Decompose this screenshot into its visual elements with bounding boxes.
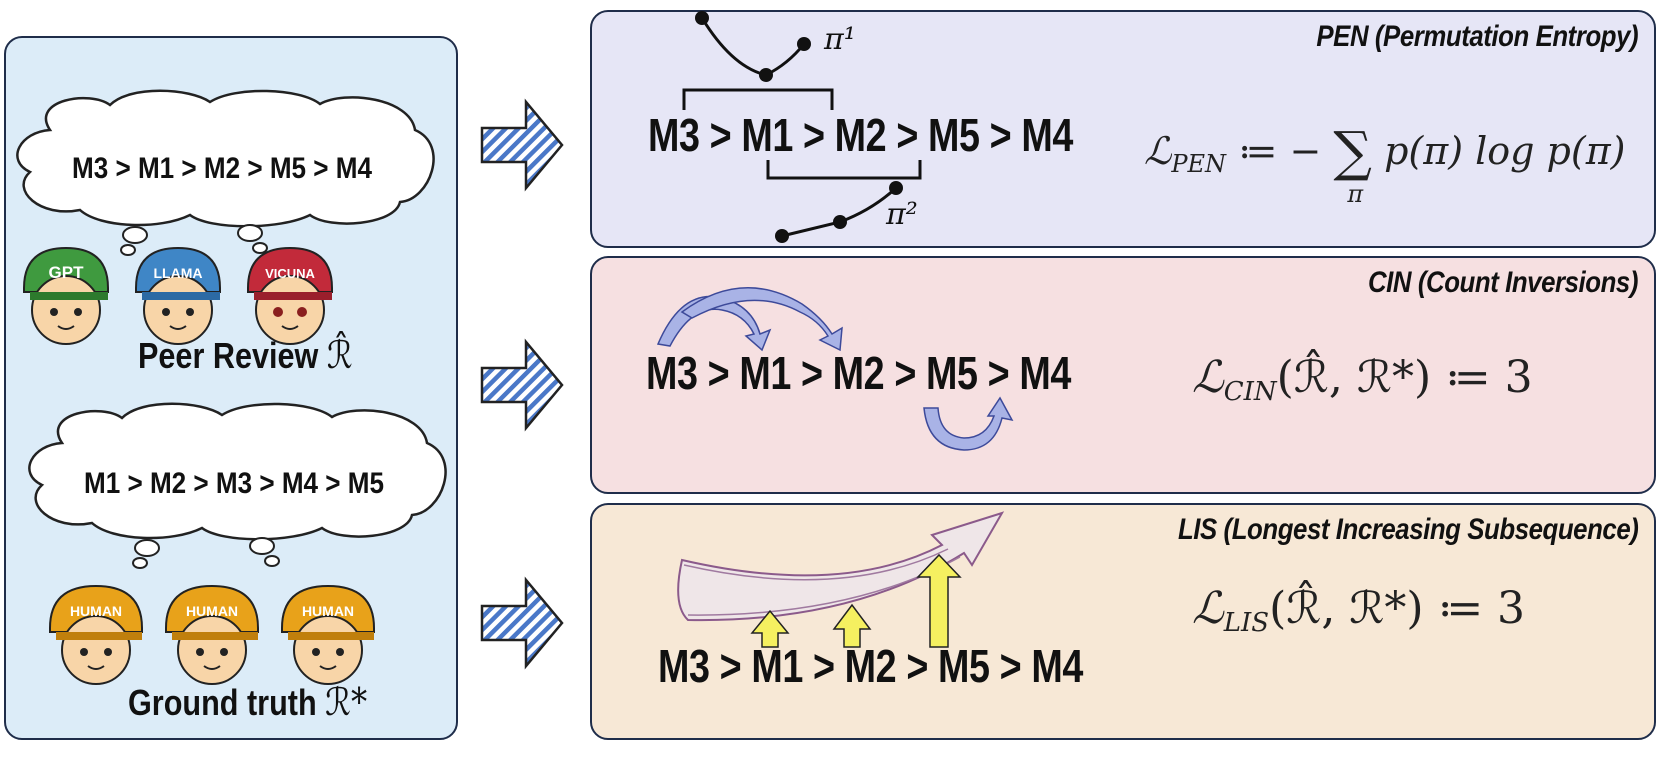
cin-panel: CIN (Count Inversions) M3 > M1 > M2 > M5… xyxy=(590,256,1656,494)
human-avatar-3: HUMAN xyxy=(281,584,375,685)
rankings-panel: M3 > M1 > M2 > M5 > M4 GPT LLAMA VICUNA xyxy=(4,36,458,740)
pi2-label: π² xyxy=(885,197,918,232)
cin-formula: ℒCIN(ℛ̂, ℛ*) ≔ 3 xyxy=(1192,352,1533,407)
svg-text:VICUNA: VICUNA xyxy=(265,266,315,281)
svg-text:HUMAN: HUMAN xyxy=(70,603,122,619)
svg-text:LLAMA: LLAMA xyxy=(154,265,203,281)
peer-ranking-text: M3 > M1 > M2 > M5 > M4 xyxy=(72,152,372,185)
lis-trend-arrow xyxy=(677,511,1005,648)
cin-sequence: M3 > M1 > M2 > M5 > M4 xyxy=(646,347,1071,399)
pen-pattern-diagram: π¹ π² xyxy=(682,11,922,243)
llama-avatar: LLAMA xyxy=(135,246,221,345)
human-avatar-2: HUMAN xyxy=(165,584,259,685)
lis-panel: LIS (Longest Increasing Subsequence) M3 … xyxy=(590,503,1656,740)
cin-title: CIN (Count Inversions) xyxy=(1367,266,1638,299)
agent-avatars: GPT LLAMA VICUNA xyxy=(23,246,333,345)
peer-review-symbol: ℛ̂ xyxy=(326,333,353,377)
human-avatar-1: HUMAN xyxy=(49,584,143,685)
truth-ranking-text: M1 > M2 > M3 > M4 > M5 xyxy=(84,467,384,500)
sum-symbol: ∑ xyxy=(1333,120,1372,183)
lis-title: LIS (Longest Increasing Subsequence) xyxy=(1177,513,1639,546)
pi1-label: π¹ xyxy=(823,22,856,57)
vicuna-avatar: VICUNA xyxy=(247,246,333,345)
lis-sequence: M3 > M1 > M2 > M5 > M4 xyxy=(658,640,1083,692)
arrow-to-lis-icon xyxy=(480,576,564,670)
ground-truth-symbol: ℛ* xyxy=(325,680,368,724)
peer-review-label: Peer Review ℛ̂ xyxy=(138,333,353,377)
peer-thought-cloud: M3 > M1 > M2 > M5 > M4 xyxy=(16,89,435,256)
lis-formula: ℒLIS(ℛ̂, ℛ*) ≔ 3 xyxy=(1192,583,1526,638)
cin-inversion-arrows xyxy=(656,287,1014,451)
ground-truth-label: Ground truth ℛ* xyxy=(128,680,368,724)
lis-yellow-arrow-2 xyxy=(832,603,872,648)
gpt-avatar: GPT xyxy=(23,246,109,345)
svg-text:HUMAN: HUMAN xyxy=(302,603,354,619)
human-avatars: HUMAN HUMAN HUMAN xyxy=(49,584,375,685)
truth-thought-cloud: M1 > M2 > M3 > M4 > M5 xyxy=(28,402,447,569)
arrow-to-pen-icon xyxy=(480,98,564,192)
svg-text:HUMAN: HUMAN xyxy=(186,603,238,619)
lis-yellow-arrow-1 xyxy=(750,609,790,648)
pen-formula: ℒPEN ≔ − ∑ π p(π) log p(π) xyxy=(1144,120,1626,208)
pen-panel: PEN (Permutation Entropy) π¹ π² M3 > M1 … xyxy=(590,10,1656,248)
svg-text:GPT: GPT xyxy=(49,263,85,282)
pen-sequence: M3 > M1 > M2 > M5 > M4 xyxy=(648,109,1073,161)
arrow-to-cin-icon xyxy=(480,338,564,432)
pen-title: PEN (Permutation Entropy) xyxy=(1316,20,1638,53)
lis-yellow-arrow-3 xyxy=(916,553,962,648)
